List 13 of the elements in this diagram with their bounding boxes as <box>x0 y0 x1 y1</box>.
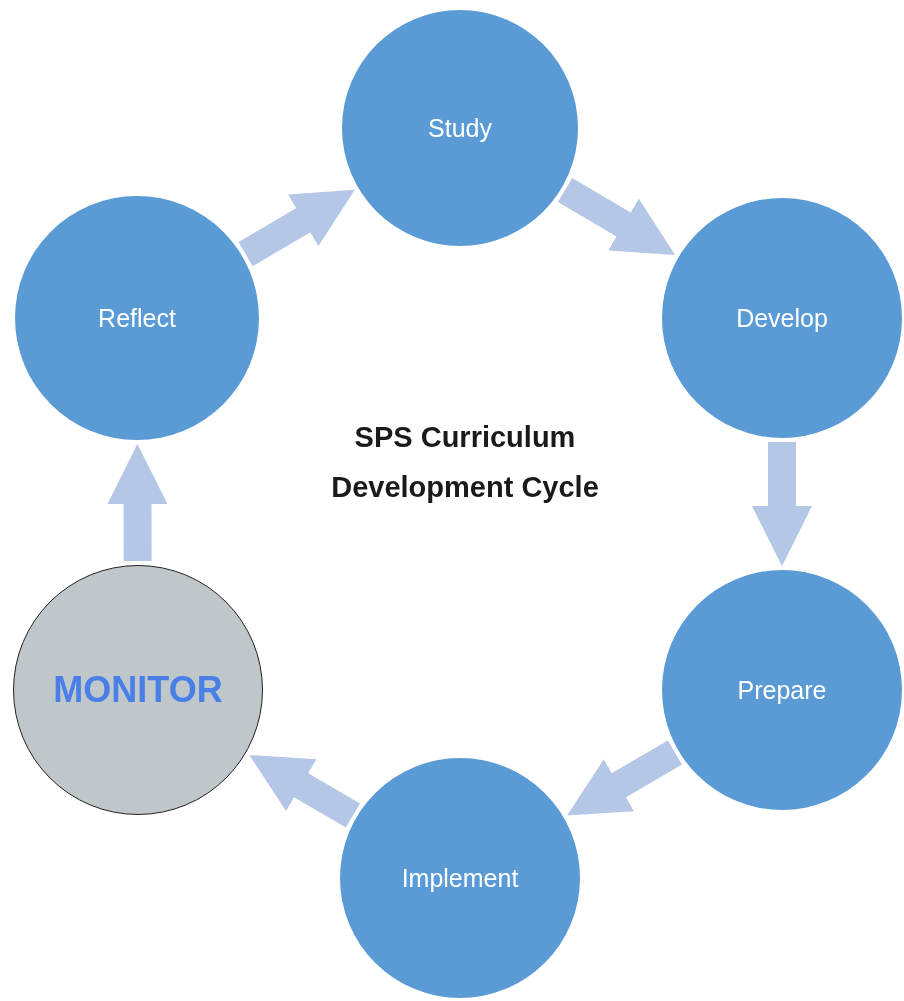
node-label: Prepare <box>737 675 827 705</box>
node-label: Study <box>428 113 492 143</box>
block-arrow <box>238 189 355 267</box>
block-arrow <box>567 740 682 816</box>
node-label: MONITOR <box>53 669 223 711</box>
node-label: Implement <box>401 863 519 893</box>
node-label: Reflect <box>98 303 176 333</box>
diagram-title: SPS Curriculum Development Cycle <box>330 420 600 505</box>
node-label: Develop <box>736 303 828 333</box>
block-arrow <box>557 177 676 255</box>
block-arrow <box>249 755 360 828</box>
block-arrow <box>107 444 168 561</box>
block-arrow <box>752 442 812 566</box>
